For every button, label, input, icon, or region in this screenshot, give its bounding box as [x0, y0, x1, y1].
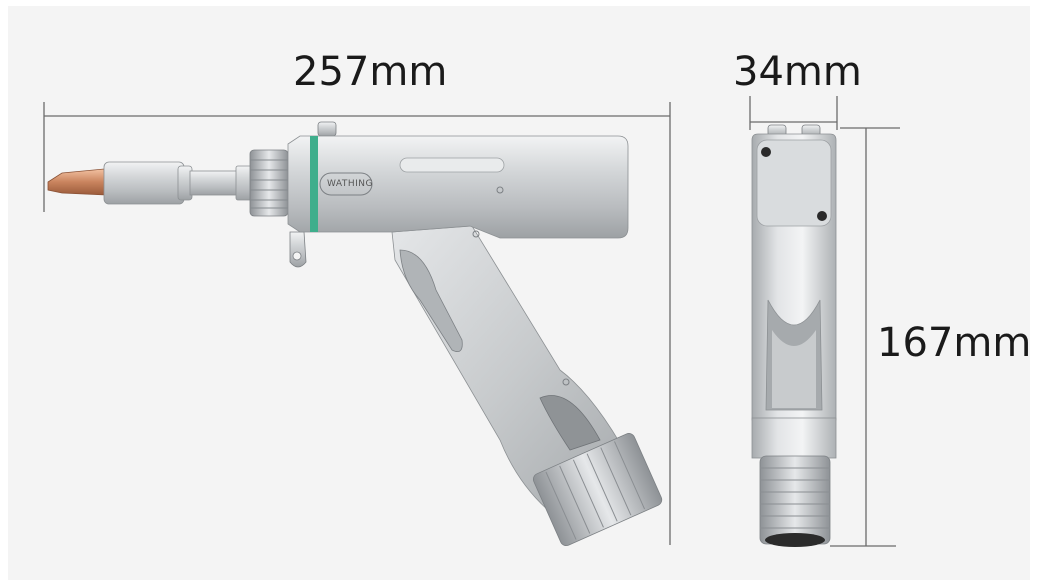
image-background — [8, 6, 1030, 580]
length-dimension-line — [43, 102, 671, 545]
height-label: 167mm — [877, 320, 1032, 366]
welding-gun-side-view — [47, 121, 663, 546]
logo-text: WATHING — [327, 179, 373, 189]
width-label: 34mm — [733, 49, 862, 95]
length-label: 257mm — [293, 49, 448, 95]
width-dimension-line — [749, 96, 838, 130]
height-dimension-line — [830, 127, 900, 547]
welding-gun-front-view — [751, 124, 837, 547]
